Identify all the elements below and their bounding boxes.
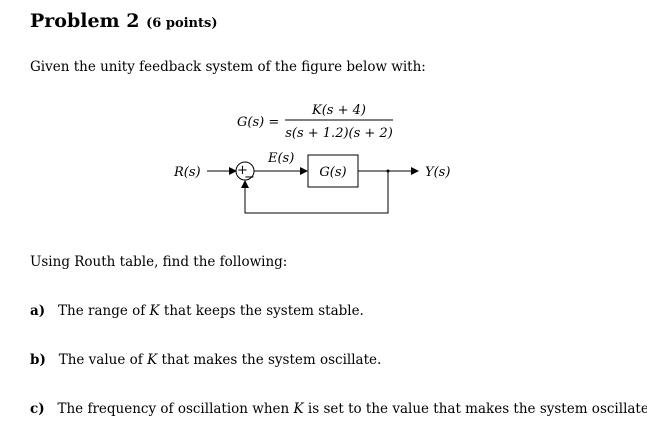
question-text: that keeps the system stable.	[159, 303, 364, 319]
block-label: G(s)	[319, 165, 346, 180]
title-text: Problem 2	[30, 10, 140, 32]
instruction-text: Using Routh table, find the following:	[30, 254, 288, 270]
output-label: Y(s)	[425, 165, 450, 180]
minus-sign: −	[244, 170, 255, 185]
points: (6 points)	[146, 16, 218, 31]
problem-title: Problem 2 (6 points)	[30, 10, 218, 32]
question-label: a)	[30, 303, 46, 319]
question-b: b) The value of K that makes the system …	[30, 352, 381, 368]
plus-sign: +	[237, 163, 248, 178]
variable: K	[147, 352, 158, 368]
question-text: that makes the system oscillate.	[157, 352, 382, 368]
question-a: a) The range of K that keeps the system …	[30, 303, 364, 319]
question-text: The value of	[58, 352, 148, 368]
variable: K	[149, 303, 160, 319]
equation-denominator: s(s + 1.2)(s + 2)	[285, 126, 393, 141]
question-c: c) The frequency of oscillation when K i…	[30, 401, 647, 417]
equation-numerator: K(s + 4)	[311, 103, 366, 118]
intro-text: Given the unity feedback system of the f…	[30, 59, 426, 75]
variable: K	[293, 401, 304, 417]
question-label: b)	[30, 352, 46, 368]
equation-lhs: G(s) =	[237, 115, 279, 130]
feedback-path	[241, 171, 389, 214]
question-text: The frequency of oscillation when	[57, 401, 294, 417]
question-text: is set to the value that makes the syste…	[303, 401, 647, 417]
question-text: The range of	[58, 303, 150, 319]
question-label: c)	[30, 401, 45, 417]
error-label: E(s)	[267, 151, 294, 166]
input-label: R(s)	[173, 165, 201, 180]
